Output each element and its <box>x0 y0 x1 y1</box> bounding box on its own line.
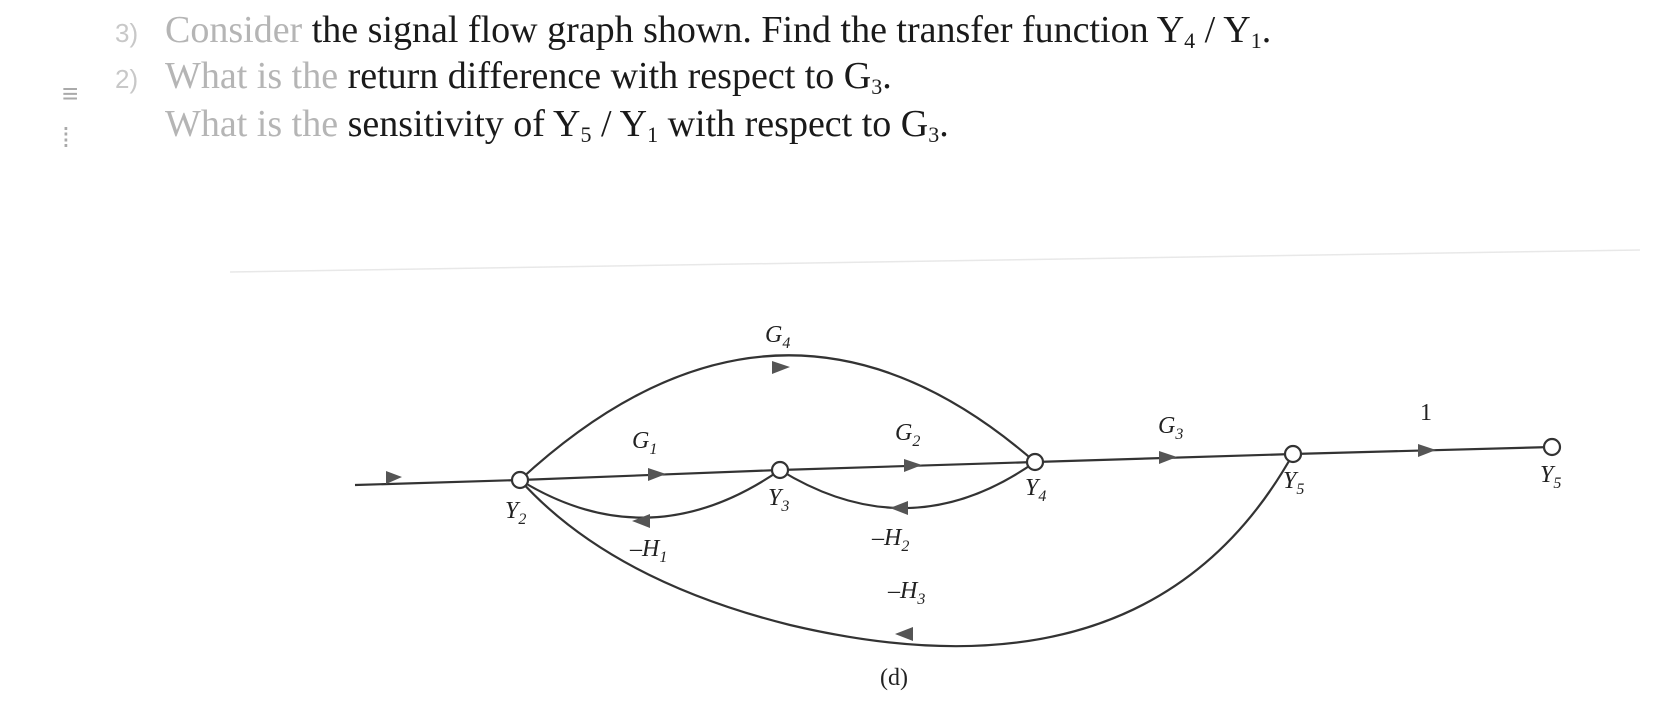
arrow-icon <box>772 361 790 374</box>
question-2: 2) What is the return difference with res… <box>115 54 892 101</box>
subscript: 1 <box>647 122 659 147</box>
subscript: 4 <box>1184 28 1196 53</box>
question-text: . <box>1261 9 1272 51</box>
node-y3 <box>770 460 790 480</box>
subscript: 3 <box>928 122 940 147</box>
scan-artifact-line <box>229 249 1641 273</box>
branch-h2 <box>779 461 1036 510</box>
branch-h3 <box>519 453 1294 648</box>
question-text-faded: What is the <box>165 55 339 97</box>
subscript: 3 <box>871 74 883 99</box>
question-text: / Y <box>1195 9 1251 51</box>
arrow-icon <box>386 471 402 484</box>
label-unity: 1 <box>1420 400 1432 426</box>
question-text: . <box>939 103 949 145</box>
label-y4: Y4 <box>1025 475 1046 505</box>
arrow-icon <box>904 459 922 472</box>
question-text: return difference with respect to G <box>338 55 872 97</box>
margin-mark: ≡ <box>62 78 79 109</box>
question-text: sensitivity of Y <box>338 103 581 145</box>
arrow-icon <box>895 627 913 641</box>
subscript: 1 <box>1250 28 1262 53</box>
label-h2: –H2 <box>871 525 909 555</box>
question-number: 3) <box>115 18 139 48</box>
label-y2: Y2 <box>505 498 526 528</box>
subscript: 5 <box>580 122 592 147</box>
label-y5: Y5 <box>1283 468 1304 498</box>
question-1: 3) Consider the signal flow graph shown. … <box>115 8 1271 55</box>
question-text: . <box>882 55 892 97</box>
question-text-faded: Consider <box>165 9 303 51</box>
label-y5-output: Y5 <box>1540 462 1561 492</box>
arrow-icon <box>1159 451 1177 464</box>
arrow-icon <box>632 514 650 528</box>
question-text: with respect to G <box>658 103 929 145</box>
margin-mark: ⁞ <box>62 122 70 153</box>
label-h3: –H3 <box>887 578 925 608</box>
input-branch <box>354 478 521 487</box>
label-g2: G2 <box>895 420 920 450</box>
figure-caption: (d) <box>880 665 908 691</box>
question-text: the signal flow graph shown. Find the tr… <box>302 9 1185 51</box>
arrow-icon <box>890 501 908 515</box>
label-g4: G4 <box>765 322 790 352</box>
arrow-icon <box>1418 444 1436 457</box>
question-text-faded: What is the <box>165 103 339 145</box>
question-3: What is the sensitivity of Y5 / Y1 with … <box>115 102 949 146</box>
question-text: / Y <box>591 103 648 145</box>
branch-g4 <box>519 354 1036 481</box>
arrow-icon <box>648 468 666 481</box>
label-h1: –H1 <box>629 536 667 566</box>
label-g1: G1 <box>632 428 657 458</box>
node-y4 <box>1025 452 1045 472</box>
node-y5-output <box>1542 437 1562 457</box>
label-g3: G3 <box>1158 413 1183 443</box>
question-number: 2) <box>115 64 139 94</box>
label-y3: Y3 <box>768 485 789 515</box>
node-y2 <box>510 470 530 490</box>
node-y5 <box>1283 444 1303 464</box>
